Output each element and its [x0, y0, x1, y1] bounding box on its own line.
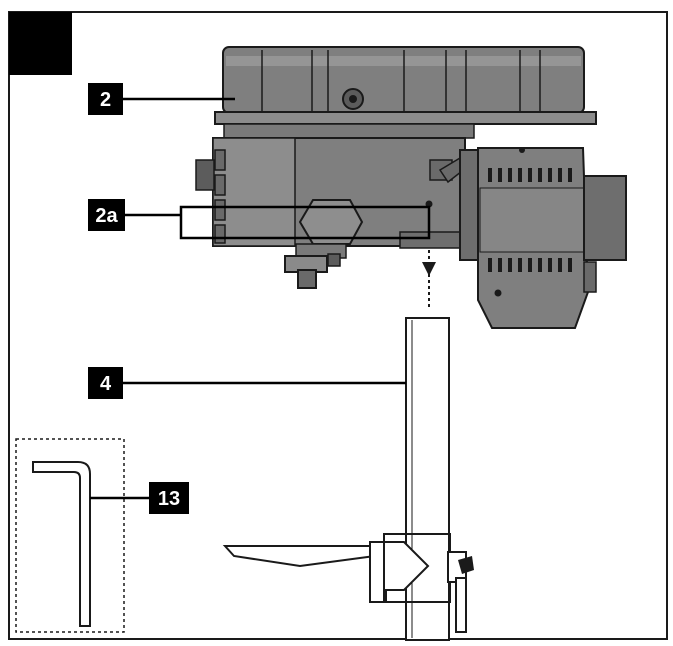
callout-2-badge	[88, 83, 123, 115]
callout-13-label: 13	[158, 488, 180, 510]
hex-key	[32, 461, 91, 627]
drill-head	[195, 46, 627, 329]
callout-2-label: 2	[100, 89, 111, 111]
callout-4-badge	[88, 367, 123, 399]
figure-border	[8, 11, 668, 640]
callout-2a-badge	[88, 199, 125, 231]
mount-screws-highlight	[179, 205, 431, 240]
callout-13-badge	[149, 482, 189, 514]
alignment-arrow	[422, 250, 436, 308]
step-marker	[9, 12, 72, 75]
table-arm	[222, 533, 474, 633]
column	[405, 317, 450, 641]
callout-2a-label: 2a	[95, 205, 118, 227]
motor	[459, 147, 627, 329]
hex-key-box	[15, 438, 125, 633]
callout-4-label: 4	[100, 373, 112, 395]
